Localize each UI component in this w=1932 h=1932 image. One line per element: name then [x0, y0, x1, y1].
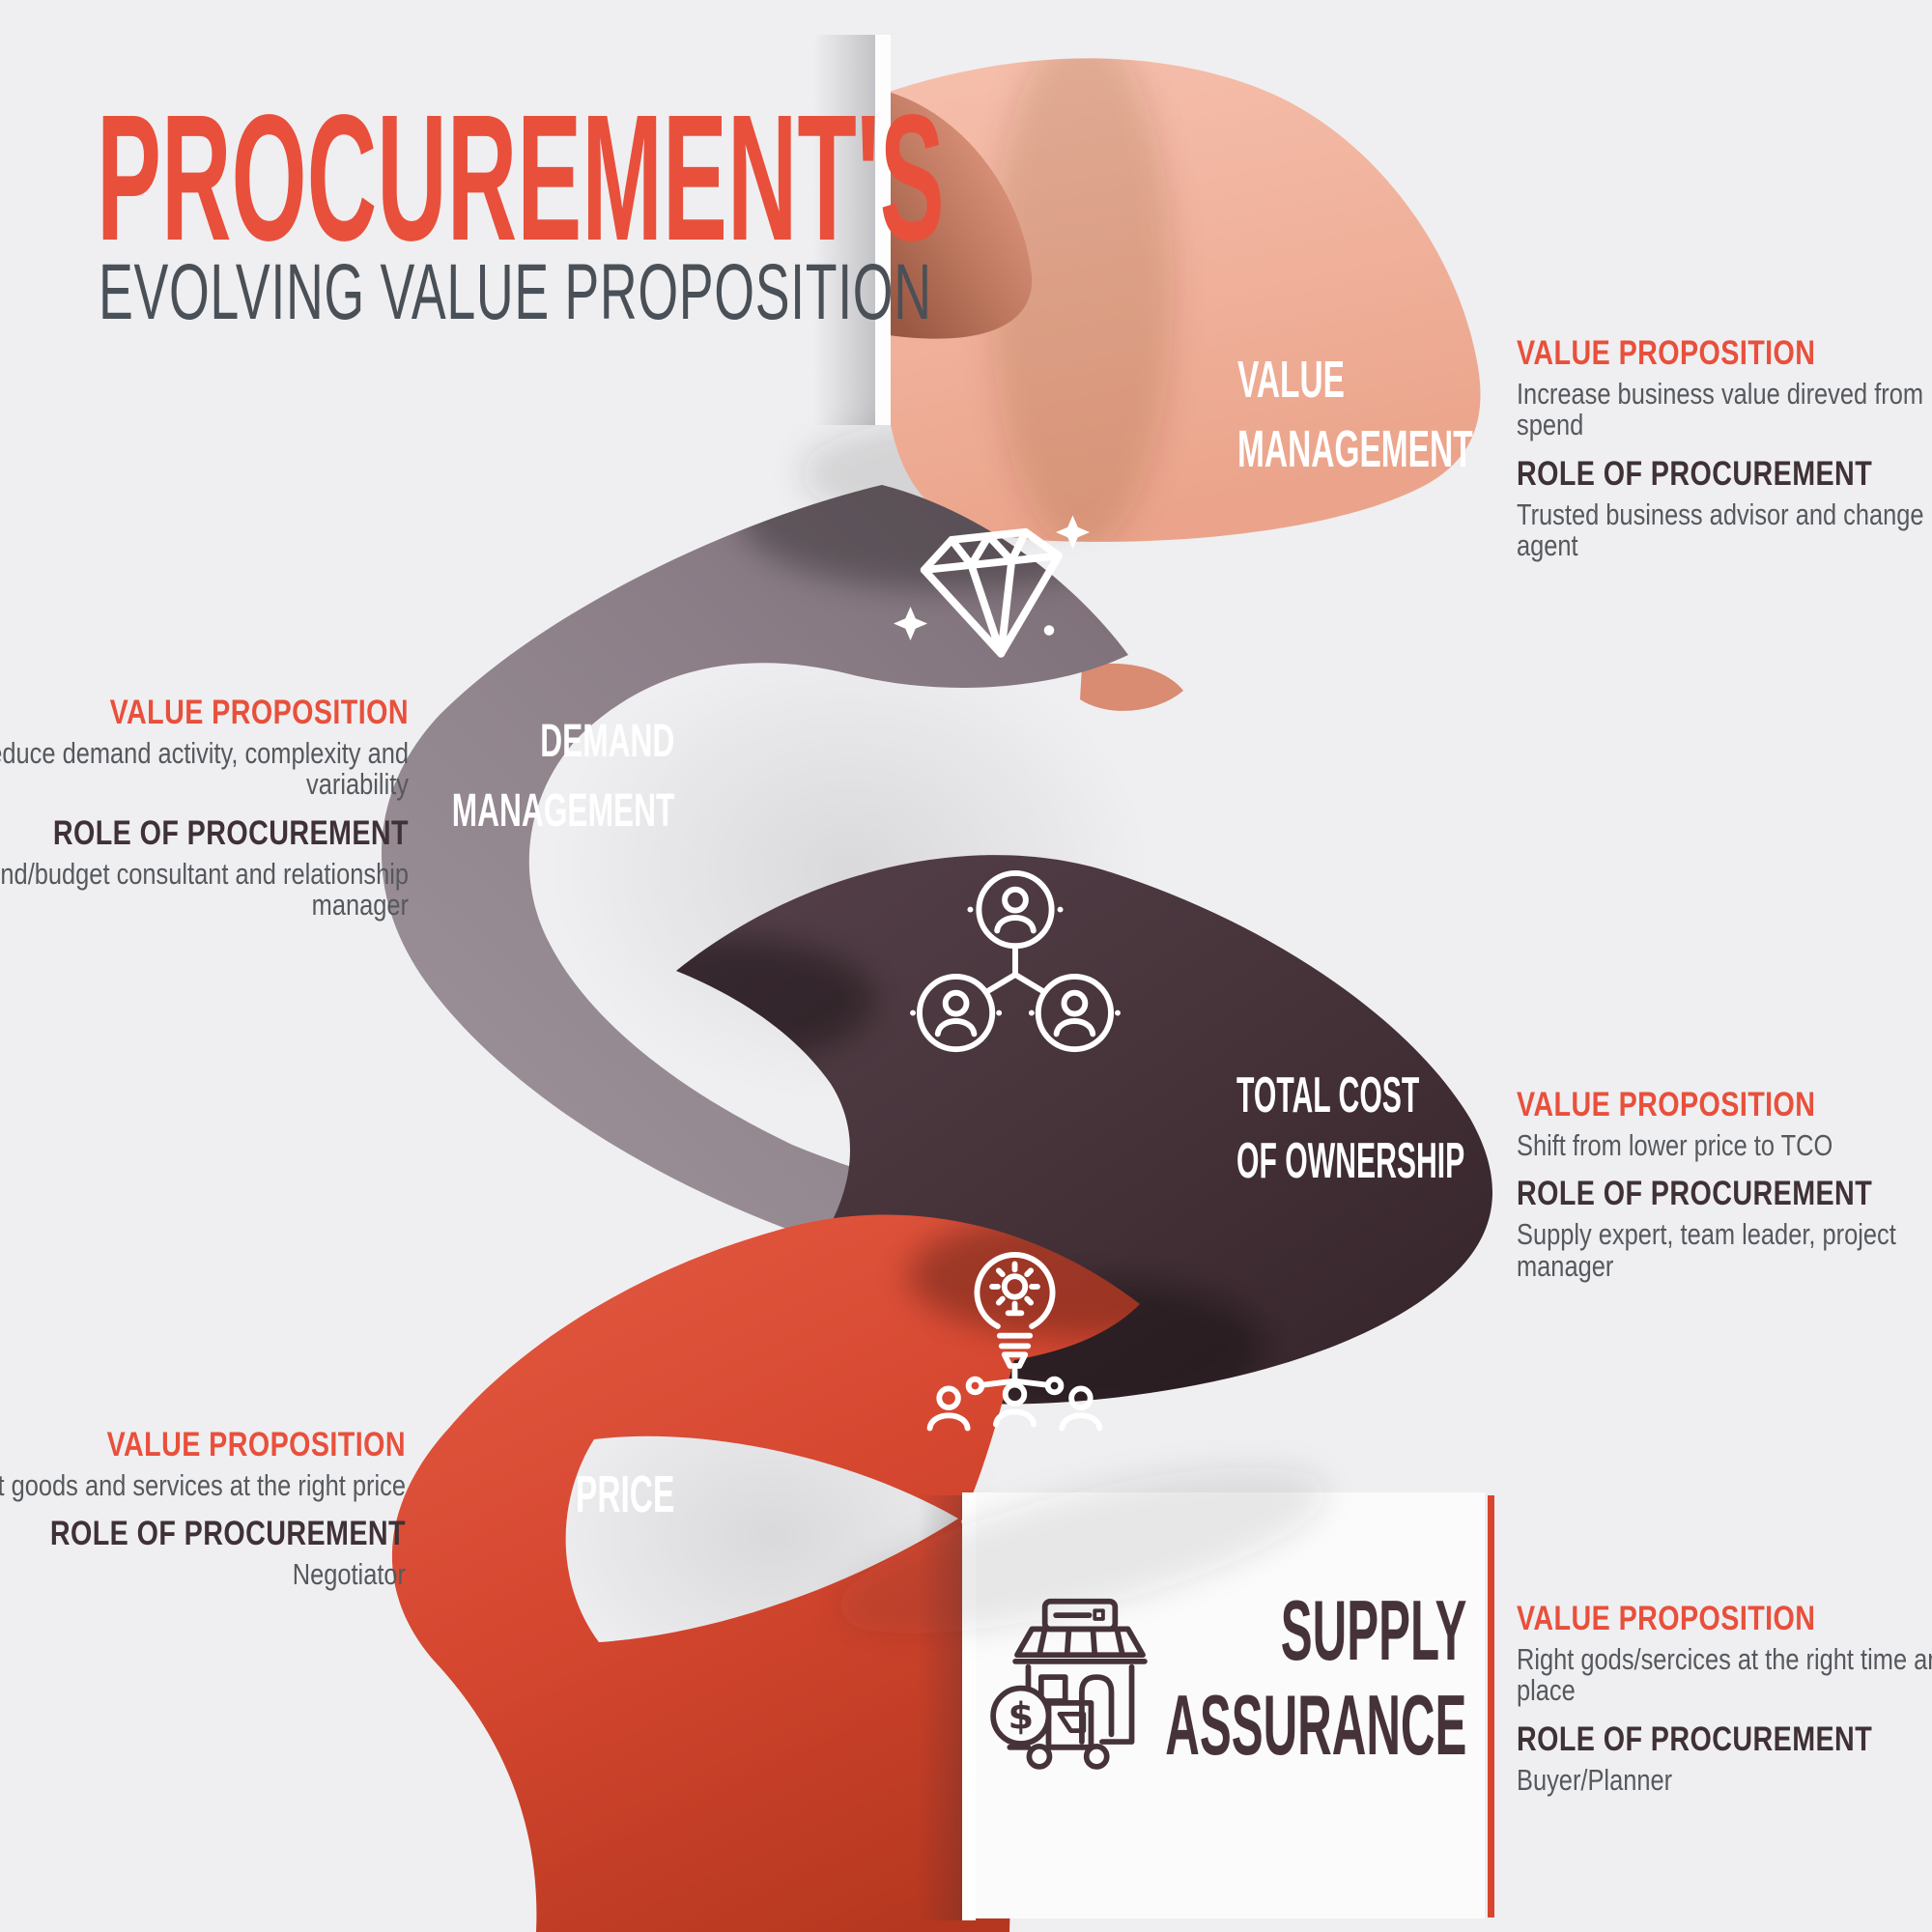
text-block-total-cost-of-ownership: VALUE PROPOSITION Shift from lower price… [1517, 1086, 1932, 1283]
value-proposition-text: Shift from lower price to TCO [1517, 1127, 1833, 1162]
stage-label-line: OF OWNERSHIP [1236, 1133, 1465, 1189]
page-subtitle: EVOLVING VALUE PROPOSITION [99, 248, 932, 336]
stage-label-price: PRICE [576, 1468, 674, 1520]
ribbon-tail-tip [1080, 663, 1183, 711]
svg-text:$: $ [1009, 1696, 1035, 1739]
store-delivery-icon: $ [990, 1598, 1148, 1770]
text-block-price: VALUE PROPOSITION Right goods and servic… [0, 1426, 406, 1592]
vertical-divider [1488, 1495, 1494, 1918]
role-heading: ROLE OF PROCUREMENT [1517, 1175, 1873, 1213]
stage-label-line: MANAGEMENT [451, 785, 674, 837]
value-proposition-heading: VALUE PROPOSITION [1517, 334, 1816, 372]
stage-label-demand-management: DEMAND MANAGEMENT [451, 719, 674, 858]
stage-label-line: PRICE [576, 1465, 675, 1523]
role-heading: ROLE OF PROCUREMENT [1517, 1719, 1873, 1758]
text-block-supply-assurance: VALUE PROPOSITION Right gods/sercices at… [1517, 1600, 1932, 1797]
page-title: PROCUREMENT'S [97, 78, 945, 278]
stage-label-line: MANAGEMENT [1237, 420, 1473, 478]
stage-label-line: ASSURANCE [1164, 1677, 1466, 1773]
value-proposition-text: Reduce demand activity, complexity and v… [0, 735, 409, 802]
team-network-icon [910, 869, 1121, 1053]
value-proposition-heading: VALUE PROPOSITION [1517, 1600, 1816, 1637]
role-text: Negotiator [292, 1557, 406, 1592]
value-proposition-text: Right goods and services at the right pr… [0, 1467, 406, 1502]
text-block-demand-management: VALUE PROPOSITION Reduce demand activity… [0, 694, 409, 923]
page-edge-top [813, 35, 891, 425]
role-heading: ROLE OF PROCUREMENT [49, 1515, 406, 1553]
value-proposition-heading: VALUE PROPOSITION [106, 1426, 406, 1463]
role-heading: ROLE OF PROCUREMENT [52, 813, 409, 852]
stage-label-total-cost-of-ownership: TOTAL COST OF OWNERSHIP [1236, 1070, 1464, 1202]
stage-label-line: DEMAND [539, 716, 674, 767]
sparkle-icon [894, 607, 927, 640]
role-text: Trusted business advisor and change agen… [1517, 497, 1924, 563]
stage-label-line: TOTAL COST [1236, 1067, 1420, 1123]
role-heading: ROLE OF PROCUREMENT [1517, 454, 1873, 493]
ribbon-value-management-segment [889, 58, 1481, 711]
stage-label-line: VALUE [1237, 351, 1345, 409]
stage-label-line: SUPPLY [1280, 1582, 1466, 1678]
role-text: Buyer/Planner [1517, 1762, 1673, 1797]
value-proposition-heading: VALUE PROPOSITION [1517, 1086, 1816, 1123]
sparkle-icon [1056, 515, 1090, 550]
role-text: Spend/budget consultant and relationship… [0, 856, 409, 923]
idea-collaboration-icon [926, 1252, 1103, 1432]
stage-label-supply-assurance: SUPPLY ASSURANCE [1165, 1588, 1466, 1777]
value-proposition-text: Increase business value direved from spe… [1517, 376, 1924, 442]
role-text: Supply expert, team leader, project mana… [1517, 1217, 1896, 1283]
ribbon-fold [889, 92, 1033, 339]
text-block-value-management: VALUE PROPOSITION Increase business valu… [1517, 334, 1932, 563]
diamond-icon [894, 515, 1090, 658]
value-proposition-text: Right gods/sercices at the right time an… [1517, 1641, 1932, 1708]
stage-label-value-management: VALUE MANAGEMENT [1237, 354, 1473, 493]
value-proposition-heading: VALUE PROPOSITION [109, 694, 409, 731]
